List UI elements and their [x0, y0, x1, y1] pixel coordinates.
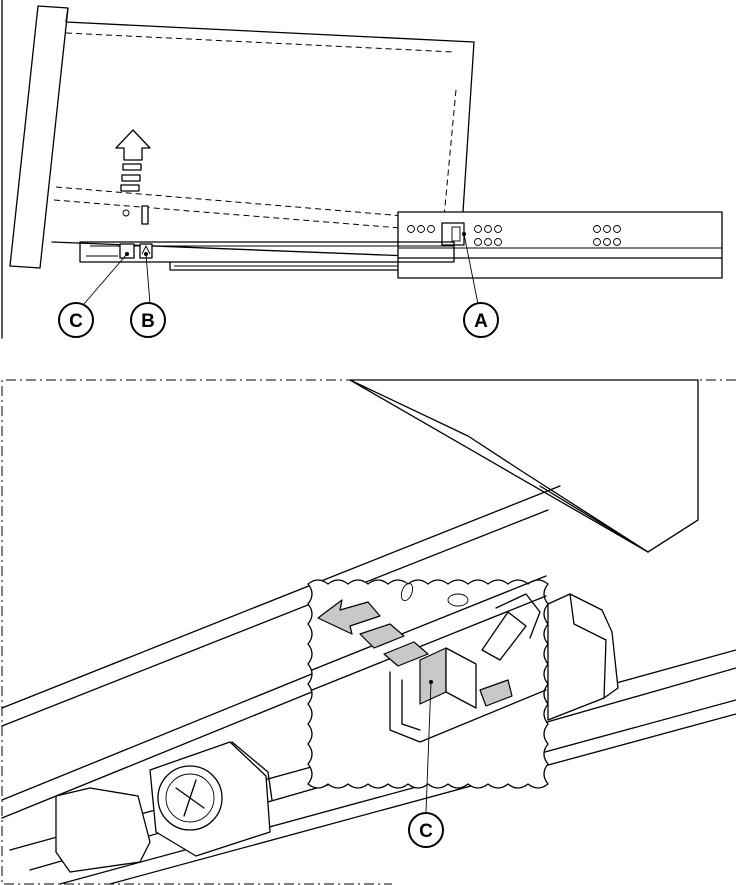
svg-text:C: C — [419, 821, 433, 842]
drawer-corner — [349, 379, 699, 553]
cam-mechanism — [55, 741, 273, 873]
label-b-top: B — [130, 302, 166, 338]
left-arrow-icon — [317, 599, 381, 635]
drawer-pin — [141, 205, 149, 225]
up-arrow-icon — [115, 129, 151, 192]
bottom-rail — [79, 241, 455, 271]
end-bracket — [547, 593, 619, 721]
label-c-bottom: C — [408, 812, 444, 848]
bottom-detail-view: C — [1, 379, 736, 885]
slide-runner — [397, 211, 723, 279]
svg-text:B: B — [141, 311, 155, 332]
label-a-top: A — [463, 302, 499, 338]
runner-holes — [407, 225, 621, 246]
drawer-body — [51, 21, 475, 259]
label-c-top: C — [58, 302, 94, 338]
drawer-front-panel — [9, 5, 69, 269]
callout-content — [311, 575, 547, 743]
top-side-view: C B A — [1, 0, 723, 339]
svg-text:C: C — [69, 311, 83, 332]
svg-text:A: A — [474, 311, 488, 332]
